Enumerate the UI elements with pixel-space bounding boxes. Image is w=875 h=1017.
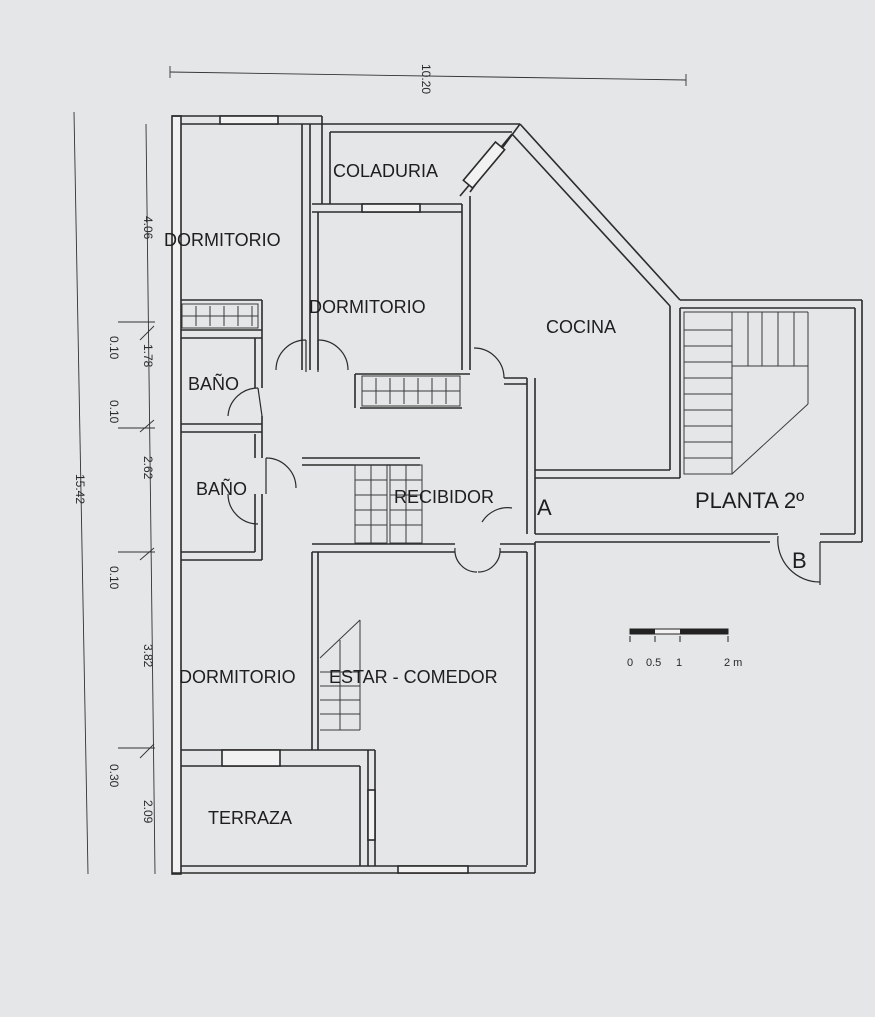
room-label-estar-comedor: ESTAR - COMEDOR xyxy=(329,667,498,687)
dimension-overall-height: 15.42 xyxy=(73,474,87,504)
scale-tick-0: 0 xyxy=(627,657,633,669)
scale-tick-0-5: 0.5 xyxy=(646,657,661,669)
dimension-segment-1: 4.06 xyxy=(141,216,155,240)
dimension-segment-3: 1.78 xyxy=(141,344,155,368)
floor-label: PLANTA 2º xyxy=(695,488,804,513)
dimension-segment-9: 2.09 xyxy=(141,800,155,824)
room-label-bano-2: BAÑO xyxy=(196,478,247,499)
room-label-dormitorio-2: DORMITORIO xyxy=(309,297,426,317)
scale-tick-1: 1 xyxy=(676,657,682,669)
room-label-dormitorio-1: DORMITORIO xyxy=(164,230,281,250)
room-label-recibidor: RECIBIDOR xyxy=(394,487,494,507)
room-label-coladuria: COLADURIA xyxy=(333,161,438,181)
dimension-overall-width: 10.20 xyxy=(419,64,433,94)
marker-a: A xyxy=(537,495,552,520)
dimension-lines xyxy=(73,66,687,875)
dimension-segment-5: 2.62 xyxy=(141,456,155,480)
marker-b: B xyxy=(792,548,807,573)
dimension-segment-2: 0.10 xyxy=(107,336,121,360)
dimension-segment-7: 3.82 xyxy=(141,644,155,668)
room-label-cocina: COCINA xyxy=(546,317,616,337)
doors xyxy=(227,339,821,585)
furniture-and-stairs xyxy=(181,303,809,731)
scale-bar xyxy=(629,628,729,642)
dimension-segment-4: 0.10 xyxy=(107,400,121,424)
room-label-terraza: TERRAZA xyxy=(208,808,292,828)
scale-tick-2m: 2 m xyxy=(724,657,742,669)
dimension-segment-8: 0.30 xyxy=(107,764,121,788)
room-label-bano-1: BAÑO xyxy=(188,373,239,394)
room-label-dormitorio-3: DORMITORIO xyxy=(179,667,296,687)
dimension-segment-6: 0.10 xyxy=(107,566,121,590)
